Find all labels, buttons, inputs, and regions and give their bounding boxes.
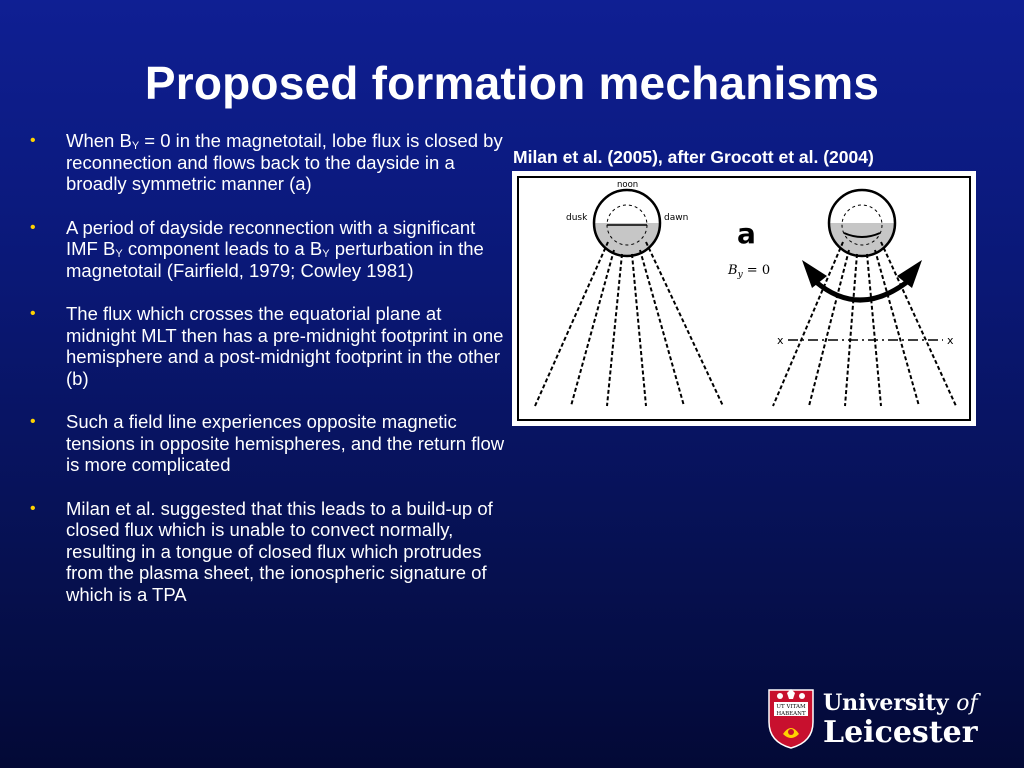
bullet-item: • Such a field line experiences opposite … — [28, 411, 508, 476]
bullet-item: • A period of dayside reconnection with a… — [28, 217, 508, 282]
noon-label: noon — [617, 180, 638, 190]
subscript: Y — [115, 248, 123, 260]
bullet-text-pre: When B — [66, 130, 132, 151]
bullet-text: Such a field line experiences opposite m… — [66, 411, 505, 475]
bullet-item: • Milan et al. suggested that this leads … — [28, 498, 508, 606]
by-equation: By = 0 — [727, 263, 770, 280]
logo-line-1: University of — [823, 690, 978, 716]
bullet-text-post2: perturbation in the magnetotail (Fairfie… — [66, 238, 484, 281]
panel-label: a — [737, 217, 756, 250]
right-polar-cap — [827, 188, 897, 258]
dawn-label: dawn — [664, 213, 688, 223]
left-field-lines — [534, 241, 724, 407]
bullet-marker: • — [30, 305, 36, 322]
figure-caption: Milan et al. (2005), after Grocott et al… — [513, 147, 874, 167]
svg-text:HABEANT: HABEANT — [776, 711, 806, 717]
x-right-label: x — [947, 334, 954, 347]
magnetotail-diagram: noon dusk dawn a By = 0 — [534, 180, 957, 407]
bullet-text-post: component leads to a B — [122, 238, 323, 259]
svg-text:UT VITAM: UT VITAM — [776, 704, 806, 710]
bullet-item: • When BY = 0 in the magnetotail, lobe fl… — [28, 130, 508, 195]
bullet-marker: • — [30, 413, 36, 430]
crest-icon: UT VITAM HABEANT — [768, 689, 814, 749]
bullet-text: The flux which crosses the equatorial pl… — [66, 303, 504, 389]
bullet-marker: • — [30, 499, 36, 517]
bullet-text-post: = 0 in the magnetotail, lobe flux is clo… — [66, 130, 503, 194]
bullet-marker: • — [30, 218, 36, 236]
logo-line-2: Leicester — [823, 715, 978, 750]
subscript: Y — [131, 140, 140, 152]
bullet-item: • The flux which crosses the equatorial p… — [28, 303, 508, 389]
page-title: Proposed formation mechanisms — [144, 57, 880, 109]
bullet-text: Milan et al. suggested that this leads t… — [66, 497, 493, 605]
figure: noon dusk dawn a By = 0 — [512, 171, 976, 426]
university-logo: UT VITAM HABEANT University of Leicester — [767, 688, 1007, 750]
subscript: Y — [322, 248, 330, 260]
right-field-lines — [772, 241, 957, 407]
bullet-text-pre: A period of dayside reconnection with a … — [66, 216, 476, 260]
figure-frame: noon dusk dawn a By = 0 — [517, 176, 971, 421]
left-polar-cap — [592, 188, 662, 258]
dusk-label: dusk — [566, 213, 588, 223]
arrow-head-right-icon — [897, 260, 922, 288]
bullet-list: •When BY = 0 in the magnetotail, lobe fl… — [28, 130, 508, 627]
return-flow-arrows — [814, 279, 909, 303]
x-left-label: x — [777, 334, 784, 347]
arrow-head-left-icon — [802, 260, 827, 288]
bullet-marker: • — [30, 132, 36, 149]
